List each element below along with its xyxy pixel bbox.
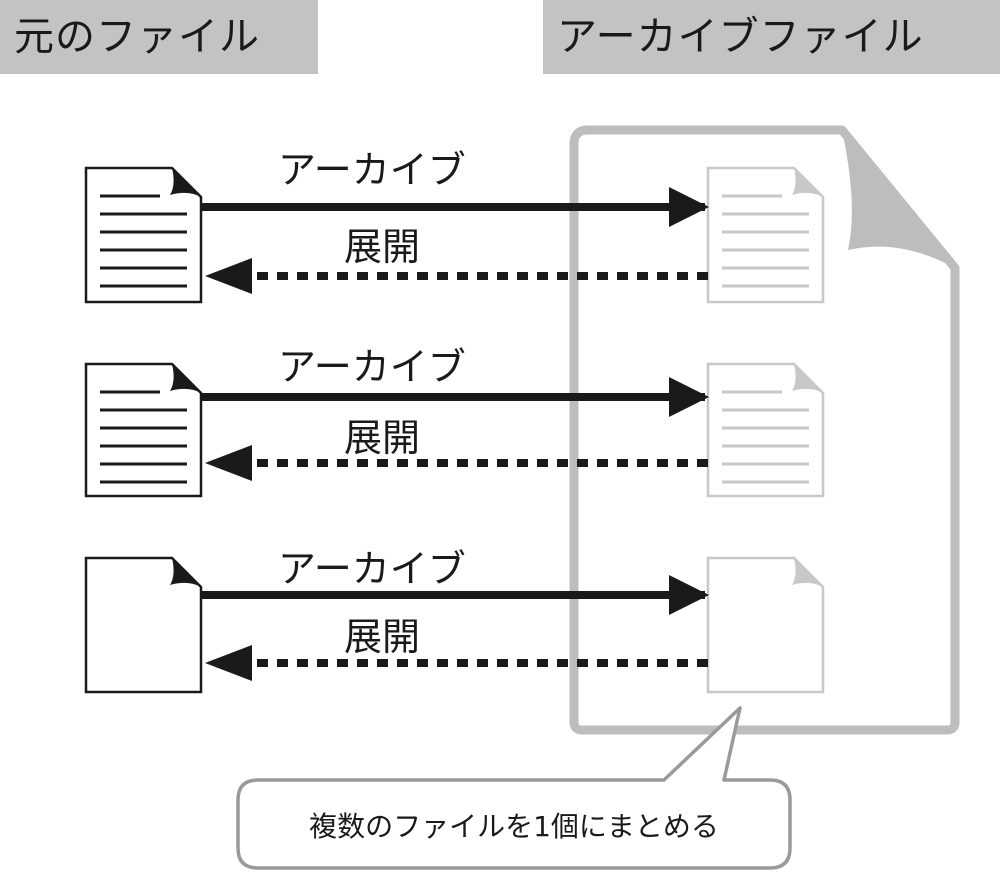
original-file-icon	[84, 362, 203, 498]
row-2: アーカイブ 展開	[84, 345, 825, 498]
archived-file-icon	[706, 362, 825, 498]
archive-label: アーカイブ	[278, 148, 466, 192]
original-file-icon	[84, 556, 203, 694]
archive-label: アーカイブ	[278, 345, 466, 389]
archive-file-icon	[569, 125, 960, 735]
callout-bubble: 複数のファイルを1個にまとめる	[236, 706, 792, 870]
archive-file-header: アーカイブファイル	[543, 0, 1000, 74]
archived-file-icon	[706, 556, 825, 694]
archive-label: アーカイブ	[278, 547, 466, 591]
row-3: アーカイブ 展開	[84, 547, 825, 694]
extract-label: 展開	[344, 615, 420, 659]
original-file-icon	[84, 166, 203, 304]
original-files-header: 元のファイル	[0, 0, 318, 74]
extract-arrowhead-icon	[205, 645, 252, 681]
archive-file-fold-icon	[842, 130, 955, 268]
extract-arrowhead-icon	[205, 258, 252, 294]
extract-label: 展開	[344, 225, 420, 269]
callout-text: 複数のファイルを1個にまとめる	[309, 810, 719, 843]
archived-file-icon	[706, 166, 825, 304]
extract-arrowhead-icon	[205, 445, 252, 481]
row-1: アーカイブ 展開	[84, 148, 825, 304]
extract-label: 展開	[344, 416, 420, 460]
